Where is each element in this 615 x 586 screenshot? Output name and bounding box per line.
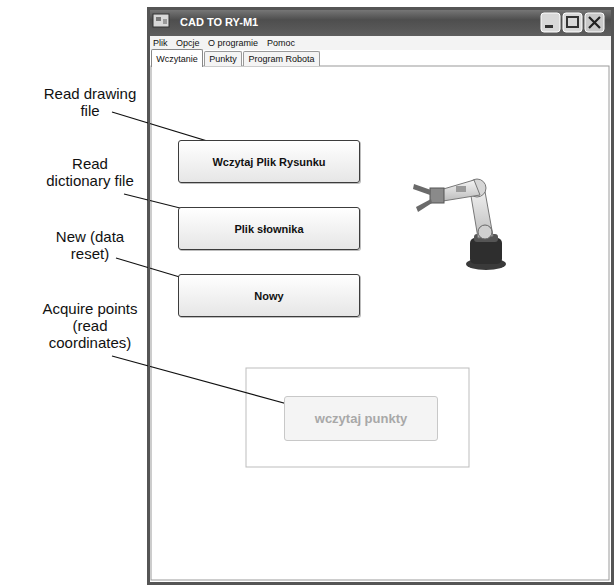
robot-arm-image [413,179,506,270]
annotation: Read dictionary file [40,155,140,189]
window-body [148,8,613,584]
button-label: Nowy [254,290,283,302]
window-title: CAD TO RY-M1 [180,16,258,28]
tab-page [151,66,609,580]
tab-label: Program Robota [248,54,314,64]
application-window: CAD TO RY-M1Wczytanie Punkty Program Robot… [148,8,613,584]
annotation: Read drawing file [40,85,140,119]
push-button: Wczytaj Plik Rysunku [178,140,360,183]
push-button: Nowy [178,274,360,317]
tab: Program Robota [243,51,320,66]
menu-item: Pomoc [267,38,295,48]
disabled-button: wczytaj punkty [284,396,438,441]
tab-label: Wczytanie [156,54,198,64]
button-label: wczytaj punkty [315,411,407,426]
tab: Punkty [204,51,242,66]
annotation: New (data reset) [40,228,140,262]
annotation: Acquire points (read coordinates) [40,300,140,351]
tab-label: Punkty [209,54,237,64]
button-label: Wczytaj Plik Rysunku [212,156,325,168]
window-controls [541,13,604,32]
leader-arrow [112,356,302,408]
title-bar [149,9,612,36]
app-icon [153,14,169,27]
menu-item: Opcje [176,38,200,48]
push-button: Plik słownika [178,207,360,250]
tab: Wczytanie [151,49,203,67]
group-box [246,368,469,467]
menu-item: Plik [153,38,168,48]
menu-item: O programie [208,38,258,48]
menu-bar [149,36,612,50]
button-label: Plik słownika [234,223,303,235]
